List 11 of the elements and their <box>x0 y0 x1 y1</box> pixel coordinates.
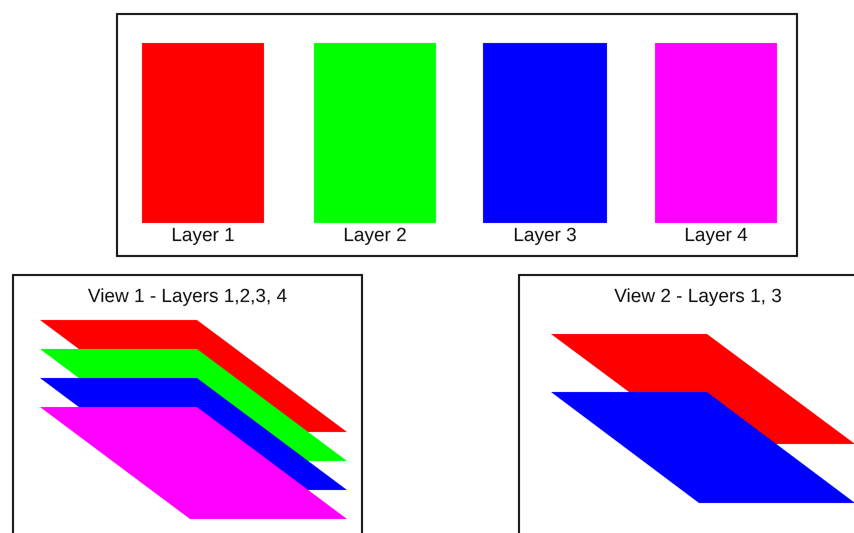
layers-panel <box>116 13 798 257</box>
view-title: View 2 - Layers 1, 3 <box>613 286 783 308</box>
layer-sheet <box>40 407 347 519</box>
layer-label: Layer 2 <box>342 225 408 247</box>
view-panel <box>12 274 363 533</box>
view-panel <box>518 274 854 533</box>
view-title: View 1 - Layers 1,2,3, 4 <box>86 286 288 308</box>
layer-label: Layer 4 <box>683 225 749 247</box>
layer-sheet <box>551 392 854 503</box>
layer-label: Layer 3 <box>512 225 578 247</box>
layer-label: Layer 1 <box>170 225 236 247</box>
